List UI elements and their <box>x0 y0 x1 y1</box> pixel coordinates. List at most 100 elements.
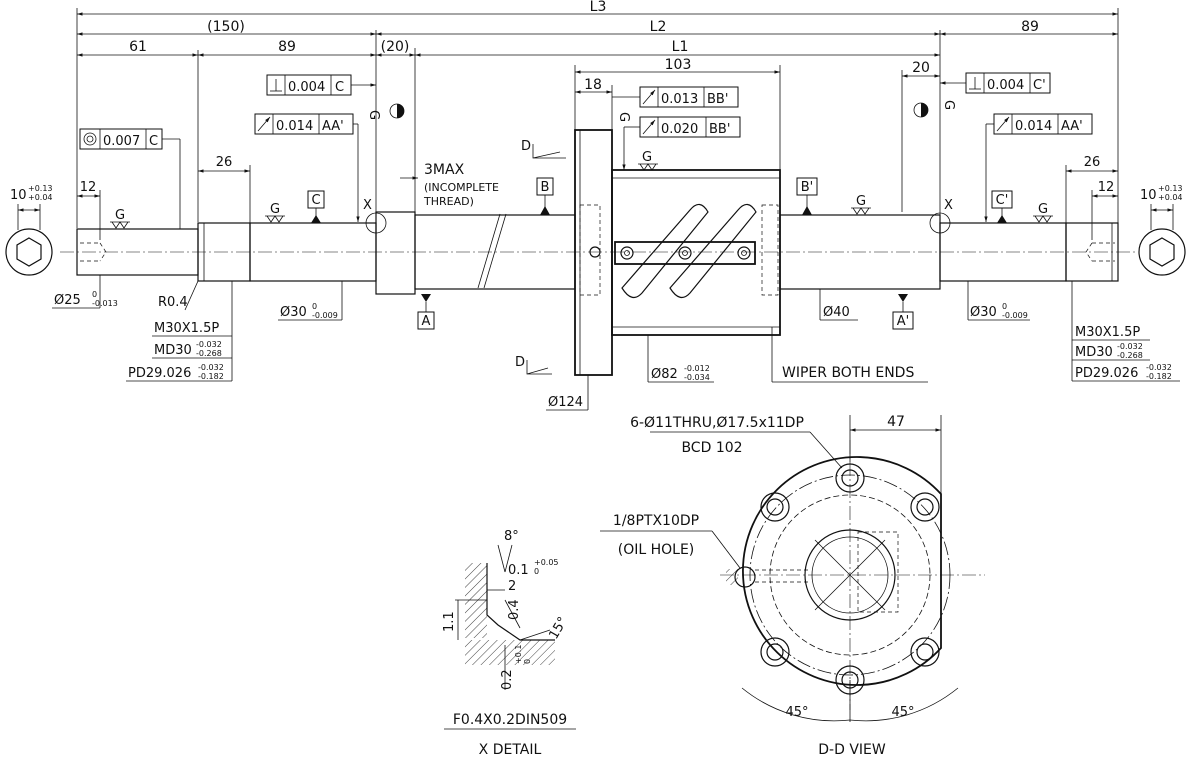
dim-phi30-left-up: 0 <box>312 302 317 311</box>
shaft-dimensions: 12 26 26 12 3MAX (INCOMPLETE THREAD) <box>77 155 1118 240</box>
dim-26-left: 26 <box>216 155 233 170</box>
dim-phi40: Ø40 <box>823 305 850 320</box>
incomplete-thread-2: THREAD) <box>423 195 474 208</box>
g-mark-2: G <box>270 202 280 217</box>
tol-runout-bb2-value: 0.020 <box>661 122 698 137</box>
x-angle-8: 8° <box>504 529 519 544</box>
tol-runout-left-ref: AA' <box>322 119 344 134</box>
dim-61: 61 <box>129 39 147 55</box>
dim-12-left: 12 <box>80 180 97 195</box>
dim-phi30-right: Ø30 <box>970 305 997 320</box>
g-mark-1: G <box>115 208 125 223</box>
g-mark-5: G <box>1038 202 1048 217</box>
tol-runout-bb2-ref: BB' <box>709 122 730 137</box>
dim-phi25-lo: -0.013 <box>92 299 118 308</box>
x-detail-spec: F0.4X0.2DIN509 <box>453 712 567 728</box>
dim-20: 20 <box>912 60 930 76</box>
md30-left: MD30 <box>154 343 192 358</box>
dim-10-left-up: +0.13 <box>28 184 53 193</box>
dd-dim-47: 47 <box>887 414 905 430</box>
dim-10-left: 10 <box>10 188 27 203</box>
pd-right: PD29.026 <box>1075 366 1138 381</box>
dim-phi25-up: 0 <box>92 290 97 299</box>
left-leaders: Ø25 0 -0.013 R0.4 M30X1.5P MD30 -0.032 -… <box>52 275 343 382</box>
g-mark-4: G <box>856 194 866 209</box>
x-val-04: 0.4 <box>507 599 522 620</box>
datum-b-prime: B' <box>801 180 814 195</box>
x-angle-15: 15° <box>546 615 571 642</box>
tol-runout-right-ref: AA' <box>1061 119 1083 134</box>
datum-markers: C B B' C' A A' <box>307 177 1013 330</box>
dim-phi30-right-lo: -0.009 <box>1002 311 1028 320</box>
x-val-02: 0.2 <box>500 669 515 690</box>
return-tube <box>621 203 757 299</box>
x-detail: 8° 0.1 +0.05 0 2 0.4 1.1 15° 0.2 +0.1 0 … <box>442 529 576 758</box>
dim-89-left: 89 <box>278 39 296 55</box>
x-val-01-lo: 0 <box>534 567 539 576</box>
dd-view: 47 6-Ø11THRU,Ø17.5x11DP BCD 102 1/8PTX10… <box>600 414 985 758</box>
datum-c: C <box>311 193 320 208</box>
tol-runout-left-value: 0.014 <box>276 119 313 134</box>
dim-20-paren: (20) <box>381 39 410 55</box>
dim-10-right-up: +0.13 <box>1158 184 1183 193</box>
md30-right: MD30 <box>1075 345 1113 360</box>
right-leaders: Ø40 Ø30 0 -0.009 M30X1.5P MD30 -0.032 -0… <box>546 281 1180 411</box>
md30-left-up: -0.032 <box>196 340 222 349</box>
m30-right: M30X1.5P <box>1075 325 1140 340</box>
md30-left-lo: -0.268 <box>196 349 222 358</box>
dim-phi82-up: -0.012 <box>684 364 710 373</box>
datum-a-prime: A' <box>897 314 909 329</box>
datum-a: A <box>422 314 431 329</box>
tol-runout-bb1-ref: BB' <box>707 92 728 107</box>
dim-phi82-lo: -0.034 <box>684 373 710 382</box>
dd-view-title: D-D VIEW <box>818 742 886 758</box>
dim-10-right: 10 <box>1140 188 1157 203</box>
dim-12-right: 12 <box>1098 180 1115 195</box>
dim-18: 18 <box>584 77 602 93</box>
x-val-01: 0.1 <box>508 563 529 578</box>
surface-marks: G G G G G G G G X X D D <box>110 100 1053 375</box>
ball-nut <box>574 129 781 376</box>
x-val-02-up: +0.1 <box>514 645 523 664</box>
pd-right-up: -0.032 <box>1146 363 1172 372</box>
dim-103: 103 <box>665 57 692 73</box>
g-mark-6: G <box>366 110 381 120</box>
dim-phi30-right-up: 0 <box>1002 302 1007 311</box>
md30-right-lo: -0.268 <box>1117 351 1143 360</box>
dd-angle-left: 45° <box>785 705 808 720</box>
tolerance-frames: 0.007 C 0.004 C 0.014 AA' 0.004 C' 0.014… <box>79 72 1093 229</box>
dim-10-left-lo: +0.04 <box>28 193 53 202</box>
dim-r04: R0.4 <box>158 295 188 310</box>
top-dimensions: L3 (150) L2 89 61 89 (20) L1 103 18 20 <box>76 0 1119 228</box>
dim-l2: L2 <box>650 19 667 35</box>
tol-perp-left-value: 0.004 <box>288 80 325 95</box>
d-mark-bottom: D <box>515 355 525 370</box>
dim-phi124: Ø124 <box>548 395 583 410</box>
dd-oil-hole-2: (OIL HOLE) <box>618 542 695 558</box>
g-mark-3: G <box>642 150 652 165</box>
pd-left-lo: -0.182 <box>198 372 224 381</box>
tol-conc-ref: C <box>149 134 158 149</box>
dd-holes: 6-Ø11THRU,Ø17.5x11DP <box>630 415 804 431</box>
screw-shaft <box>60 211 1135 295</box>
wiper-note: WIPER BOTH ENDS <box>782 365 914 381</box>
tol-runout-bb1-value: 0.013 <box>661 92 698 107</box>
m30-left: M30X1.5P <box>154 321 219 336</box>
pd-left: PD29.026 <box>128 366 191 381</box>
md30-right-up: -0.032 <box>1117 342 1143 351</box>
tol-perp-left-ref: C <box>335 80 344 95</box>
pd-right-lo: -0.182 <box>1146 372 1172 381</box>
dim-phi25: Ø25 <box>54 293 81 308</box>
dim-phi82: Ø82 <box>651 367 678 382</box>
x-detail-title: X DETAIL <box>479 742 542 758</box>
dd-angle-right: 45° <box>891 705 914 720</box>
datum-b: B <box>541 180 550 195</box>
left-end-view: 10 +0.13 +0.04 <box>5 184 53 276</box>
datum-c-prime: C' <box>996 193 1009 208</box>
x-val-01-up: +0.05 <box>534 558 559 567</box>
g-mark-8: G <box>616 112 631 122</box>
dim-150: (150) <box>207 19 245 35</box>
d-mark-top: D <box>521 139 531 154</box>
dd-oil-hole-1: 1/8PTX10DP <box>613 513 699 529</box>
